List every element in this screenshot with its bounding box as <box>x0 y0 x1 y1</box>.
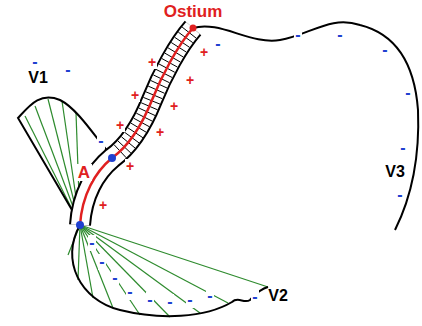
charge-sign: - <box>251 289 258 305</box>
junction-dot <box>76 221 84 229</box>
center-line <box>80 28 193 225</box>
v3-outline <box>193 22 418 230</box>
stroke <box>80 225 268 287</box>
charge-sign: - <box>396 187 403 203</box>
stroke <box>78 225 80 280</box>
charge-sign: - <box>98 254 105 270</box>
charge-sign: - <box>206 288 213 304</box>
charge-sign: - <box>146 292 153 308</box>
charge-sign: - <box>126 284 133 300</box>
charge-sign: - <box>111 270 118 286</box>
charge-sign: + <box>155 125 165 139</box>
charge-sign: - <box>166 294 173 310</box>
charge-sign: + <box>130 88 140 102</box>
charge-sign: - <box>294 27 301 43</box>
region-label: A <box>76 164 92 181</box>
charge-sign: - <box>399 140 406 156</box>
charge-sign: + <box>147 55 157 69</box>
stroke <box>80 225 170 317</box>
tube-lumen <box>80 28 193 225</box>
ostium-point <box>190 25 197 32</box>
charge-sign: - <box>97 133 104 149</box>
charge-sign: - <box>214 36 221 52</box>
charge-sign: - <box>336 27 343 43</box>
v2-outline <box>72 225 268 316</box>
charge-sign: - <box>404 85 411 101</box>
charge-sign: + <box>125 159 135 173</box>
tube-wall <box>80 28 193 225</box>
charge-sign: - <box>64 62 71 78</box>
charge-sign: + <box>115 118 125 132</box>
junction-dot <box>108 154 116 162</box>
region-label: V3 <box>385 164 405 180</box>
charge-sign: - <box>88 235 95 251</box>
charge-sign: - <box>186 292 193 308</box>
v2-fan <box>68 225 268 317</box>
charge-sign: - <box>381 42 388 58</box>
region-label: V1 <box>28 70 48 86</box>
charge-sign: - <box>31 54 38 70</box>
charge-sign: + <box>98 198 108 212</box>
stroke <box>80 225 228 303</box>
region-label: V2 <box>268 288 288 304</box>
charge-sign: + <box>199 45 209 59</box>
charge-sign: + <box>185 73 195 87</box>
charge-sign: + <box>169 99 179 113</box>
ostium-label: Ostium <box>164 3 223 20</box>
stroke <box>80 225 140 315</box>
